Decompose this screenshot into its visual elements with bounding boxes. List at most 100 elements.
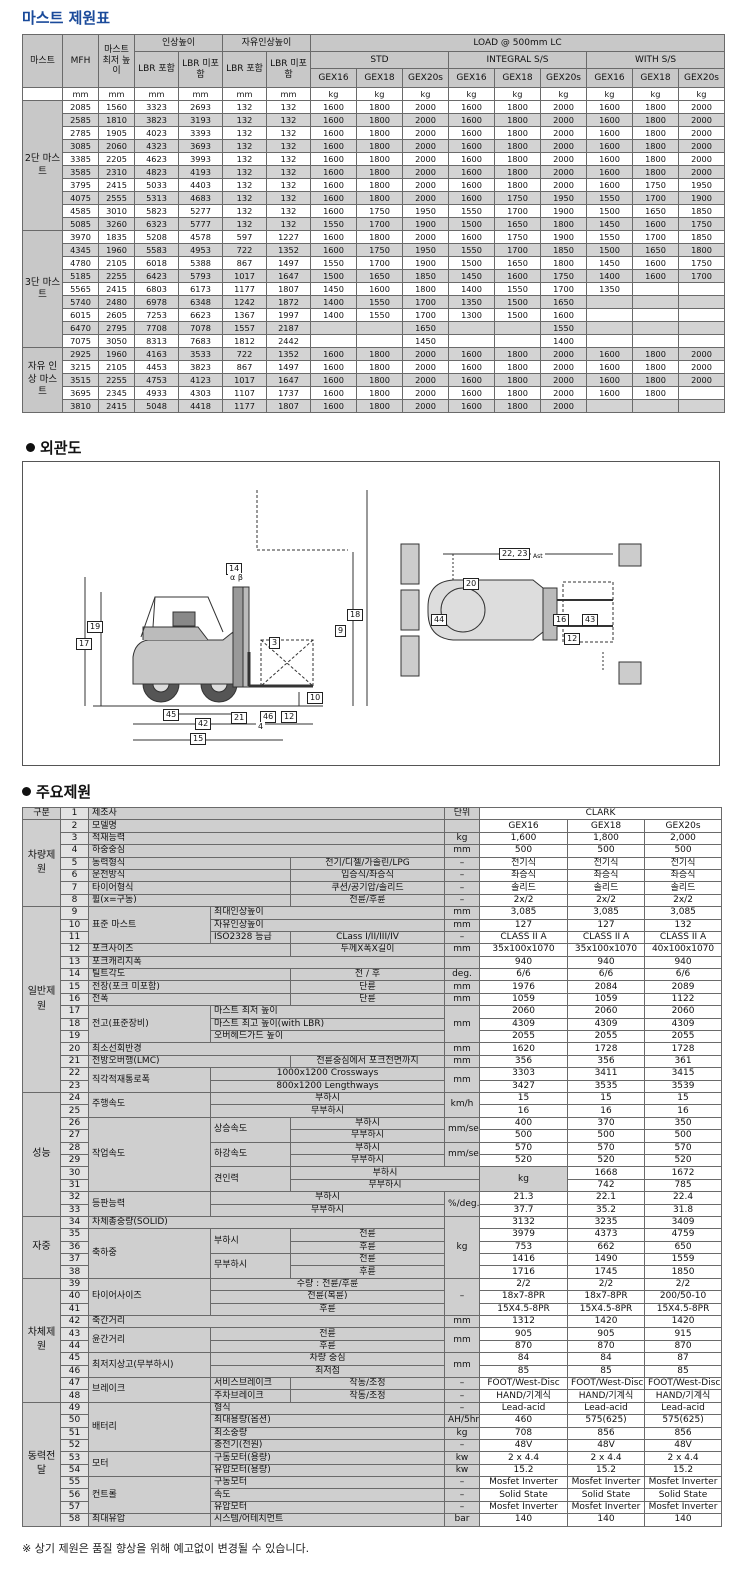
table-cell: 1950	[402, 243, 449, 257]
table-cell	[632, 321, 679, 335]
table-cell: 1800	[356, 386, 403, 400]
spec-value: 87	[644, 1352, 723, 1366]
spec-condition: 부하시	[209, 1191, 446, 1205]
table-cell: 1557	[222, 321, 267, 335]
spec-value: 3415	[644, 1067, 723, 1081]
table-cell: 1600	[310, 191, 357, 205]
spec-value: 2084	[567, 980, 646, 994]
table-cell: 6348	[178, 295, 223, 309]
spec-unit: mm	[444, 1352, 481, 1378]
spec-condition: 최저점	[209, 1364, 446, 1378]
spec-group-label: 배터리	[88, 1401, 211, 1453]
spec-value: 전기식	[567, 856, 646, 870]
model-header: GEX16	[586, 68, 633, 88]
table-cell: 132	[222, 152, 267, 166]
spec-row-number: 30	[60, 1166, 89, 1180]
spec-value: 905	[479, 1327, 569, 1341]
table-cell: 1497	[266, 360, 311, 374]
spec-value: Mosfet Inverter	[644, 1500, 723, 1515]
dim-label: 17	[76, 638, 93, 650]
spec-condition: 단륜	[289, 992, 446, 1007]
table-cell: 5565	[62, 282, 99, 296]
spec-value: 22.4	[644, 1191, 723, 1205]
table-cell: 132	[266, 152, 311, 166]
spec-unit: –	[444, 1389, 481, 1403]
mast-group-label: 자유 인상 마스트	[22, 347, 63, 413]
spec-value: GEX16	[479, 819, 569, 833]
table-cell: 2000	[677, 347, 726, 361]
table-cell: 1800	[356, 100, 403, 114]
unit-cell: mm	[178, 87, 223, 101]
spec-row-number: 15	[60, 980, 89, 994]
table-cell: 1600	[310, 139, 357, 153]
spec-value: 570	[567, 1141, 646, 1155]
spec-unit: mm	[444, 992, 481, 1007]
table-cell: 6018	[134, 256, 179, 270]
table-cell: 132	[222, 139, 267, 153]
spec-unit	[444, 955, 481, 970]
spec-value: 85	[567, 1364, 646, 1378]
table-cell	[586, 334, 633, 348]
table-cell: 1600	[310, 360, 357, 374]
spec-value: 6/6	[644, 968, 723, 982]
table-cell: 1500	[586, 204, 633, 218]
table-cell: 2000	[402, 347, 449, 361]
table-cell: 2000	[677, 165, 726, 179]
table-cell: 132	[222, 113, 267, 127]
spec-condition: CLass I/II/III/IV	[289, 930, 446, 945]
table-cell: 1800	[632, 386, 679, 400]
spec-label: 적재능력	[87, 831, 446, 846]
table-cell: 2205	[98, 152, 135, 166]
spec-row-number: 28	[60, 1141, 89, 1155]
table-cell: 1550	[310, 256, 357, 270]
table-cell: 1600	[448, 113, 495, 127]
table-cell: 2000	[677, 113, 726, 127]
spec-unit: –	[444, 1277, 481, 1317]
table-cell: 1600	[448, 360, 495, 374]
table-cell: 3215	[62, 360, 99, 374]
spec-value: 4759	[644, 1228, 723, 1242]
spec-value: Mosfet Inverter	[567, 1500, 646, 1515]
spec-value: 35x100x1070	[479, 943, 569, 957]
table-cell: 1600	[632, 256, 679, 270]
spec-value: FOOT/West-Disc	[567, 1376, 646, 1391]
table-cell: 3393	[178, 126, 223, 140]
table-cell: 2000	[402, 360, 449, 374]
spec-unit: %/deg.	[444, 1191, 481, 1217]
table-cell: 1550	[494, 282, 541, 296]
spec-row-number: 56	[60, 1488, 89, 1502]
spec-value: 2x/2	[644, 893, 723, 908]
spec-condition: 후륜	[209, 1339, 446, 1354]
spec-condition: 입승식/좌승식	[289, 868, 446, 883]
table-cell: 1960	[98, 347, 135, 361]
table-cell	[677, 308, 726, 322]
table-cell: 2000	[540, 165, 587, 179]
table-cell: 5277	[178, 204, 223, 218]
table-cell: 7683	[178, 334, 223, 348]
table-cell	[632, 295, 679, 309]
spec-row-number: 41	[60, 1302, 89, 1317]
unit-cell-blank	[22, 87, 63, 101]
spec-unit: –	[444, 1376, 481, 1391]
table-cell: 5033	[134, 178, 179, 192]
table-cell: 2000	[677, 100, 726, 114]
table-cell: 2000	[540, 347, 587, 361]
table-cell: 2310	[98, 165, 135, 179]
spec-unit: deg.	[444, 968, 481, 982]
table-cell	[586, 295, 633, 309]
table-cell: 1800	[494, 139, 541, 153]
spec-row-number: 54	[60, 1463, 89, 1478]
table-cell: 5740	[62, 295, 99, 309]
table-cell	[677, 321, 726, 335]
table-cell: 1600	[494, 269, 541, 283]
spec-sub-label: 유압모터(용량)	[209, 1463, 446, 1478]
table-cell: 1872	[266, 295, 311, 309]
spec-value: 1,600	[479, 831, 569, 846]
